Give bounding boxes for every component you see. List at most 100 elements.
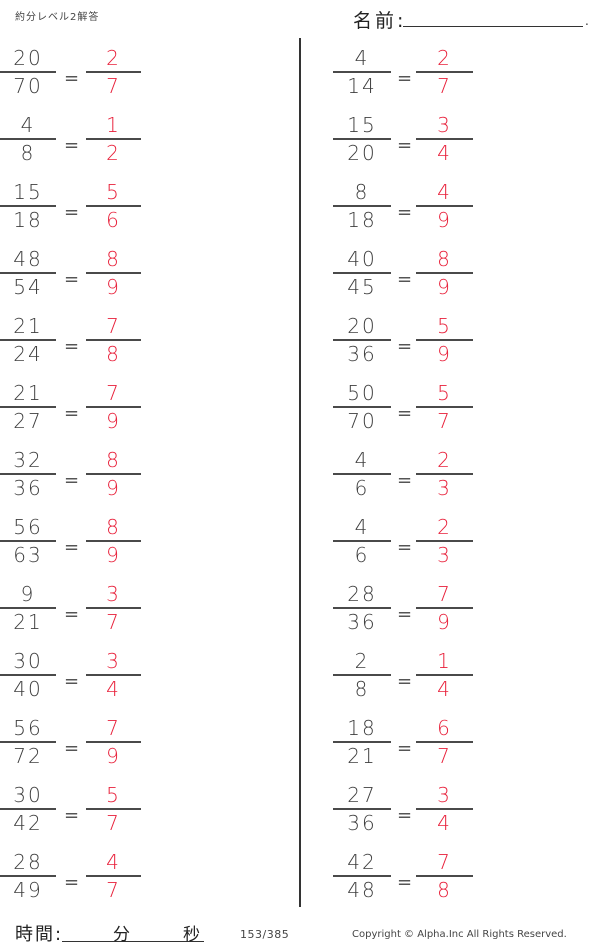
question-fraction: 8 18 — [333, 181, 391, 231]
answer-fraction: 7 9 — [86, 717, 141, 767]
answer-fraction: 1 4 — [416, 650, 473, 700]
equals-sign: = — [64, 269, 80, 290]
question-fraction-bar — [0, 272, 56, 274]
question-fraction: 30 42 — [0, 784, 56, 834]
fraction-problem: 4 8 = 1 2 — [0, 114, 150, 174]
equals-sign: = — [64, 68, 80, 89]
answer-fraction-bar — [416, 205, 473, 207]
fraction-problem: 4 14 = 2 7 — [333, 47, 483, 107]
question-fraction-bar — [333, 473, 391, 475]
question-fraction: 30 40 — [0, 650, 56, 700]
answer-fraction: 5 6 — [86, 181, 141, 231]
answer-fraction-bar — [86, 138, 141, 140]
answer-fraction-bar — [86, 808, 141, 810]
question-denominator: 70 — [13, 73, 43, 98]
answer-denominator: 3 — [437, 542, 452, 567]
question-fraction: 20 36 — [333, 315, 391, 365]
answer-fraction: 1 2 — [86, 114, 141, 164]
fraction-problem: 15 18 = 5 6 — [0, 181, 150, 241]
answer-numerator: 2 — [437, 515, 452, 539]
answer-denominator: 8 — [106, 341, 121, 366]
answer-fraction: 7 9 — [416, 583, 473, 633]
answer-numerator: 1 — [106, 113, 121, 137]
name-input-line[interactable] — [403, 26, 583, 27]
question-denominator: 18 — [347, 207, 377, 232]
name-label: 名前: — [353, 10, 407, 32]
question-fraction-bar — [333, 607, 391, 609]
answer-denominator: 4 — [437, 810, 452, 835]
question-fraction: 28 49 — [0, 851, 56, 901]
question-numerator: 4 — [354, 46, 370, 70]
answer-denominator: 4 — [437, 140, 452, 165]
equals-sign: = — [64, 470, 80, 491]
question-fraction: 27 36 — [333, 784, 391, 834]
question-denominator: 54 — [13, 274, 43, 299]
equals-sign: = — [64, 738, 80, 759]
answer-fraction-bar — [416, 339, 473, 341]
answer-numerator: 7 — [106, 381, 121, 405]
answer-numerator: 6 — [437, 716, 452, 740]
question-fraction: 21 24 — [0, 315, 56, 365]
equals-sign: = — [397, 805, 413, 826]
answer-numerator: 4 — [106, 850, 121, 874]
question-fraction-bar — [333, 674, 391, 676]
question-fraction-bar — [0, 540, 56, 542]
answer-fraction: 8 9 — [416, 248, 473, 298]
fraction-problem: 27 36 = 3 4 — [333, 784, 483, 844]
question-fraction-bar — [333, 205, 391, 207]
answer-denominator: 7 — [437, 73, 452, 98]
answer-fraction-bar — [416, 138, 473, 140]
answer-fraction: 5 7 — [86, 784, 141, 834]
column-divider — [299, 38, 301, 907]
question-fraction-bar — [333, 138, 391, 140]
equals-sign: = — [64, 805, 80, 826]
question-fraction: 48 54 — [0, 248, 56, 298]
answer-denominator: 8 — [437, 877, 452, 902]
answer-denominator: 4 — [437, 676, 452, 701]
answer-fraction-bar — [86, 71, 141, 73]
question-denominator: 36 — [347, 609, 377, 634]
equals-sign: = — [397, 470, 413, 491]
answer-numerator: 4 — [437, 180, 452, 204]
question-denominator: 27 — [13, 408, 43, 433]
equals-sign: = — [397, 671, 413, 692]
question-fraction-bar — [333, 540, 391, 542]
answer-denominator: 7 — [106, 73, 121, 98]
time-input-line[interactable] — [62, 941, 204, 942]
fraction-problem: 42 48 = 7 8 — [333, 851, 483, 911]
fraction-problem: 20 70 = 2 7 — [0, 47, 150, 107]
question-fraction: 50 70 — [333, 382, 391, 432]
question-numerator: 32 — [13, 448, 43, 472]
answer-fraction-bar — [416, 674, 473, 676]
question-numerator: 28 — [13, 850, 43, 874]
name-line-end: . — [585, 14, 589, 28]
answer-fraction: 2 3 — [416, 449, 473, 499]
question-fraction: 40 45 — [333, 248, 391, 298]
question-fraction: 4 8 — [0, 114, 56, 164]
question-denominator: 20 — [347, 140, 377, 165]
question-fraction-bar — [0, 875, 56, 877]
answer-denominator: 9 — [437, 609, 452, 634]
answer-fraction: 8 9 — [86, 449, 141, 499]
page-number: 153/385 — [240, 928, 290, 941]
question-fraction: 9 21 — [0, 583, 56, 633]
answer-denominator: 9 — [106, 743, 121, 768]
question-fraction: 32 36 — [0, 449, 56, 499]
fraction-problem: 2 8 = 1 4 — [333, 650, 483, 710]
question-fraction-bar — [333, 741, 391, 743]
question-fraction: 2 8 — [333, 650, 391, 700]
answer-numerator: 7 — [437, 850, 452, 874]
equals-sign: = — [64, 604, 80, 625]
equals-sign: = — [397, 202, 413, 223]
question-numerator: 27 — [347, 783, 377, 807]
question-numerator: 48 — [13, 247, 43, 271]
question-fraction-bar — [0, 71, 56, 73]
minutes-label: 分 — [113, 925, 130, 945]
answer-numerator: 7 — [106, 716, 121, 740]
question-numerator: 40 — [347, 247, 377, 271]
equals-sign: = — [64, 336, 80, 357]
question-denominator: 48 — [347, 877, 377, 902]
answer-fraction-bar — [86, 205, 141, 207]
answer-denominator: 7 — [106, 877, 121, 902]
answer-fraction-bar — [86, 607, 141, 609]
